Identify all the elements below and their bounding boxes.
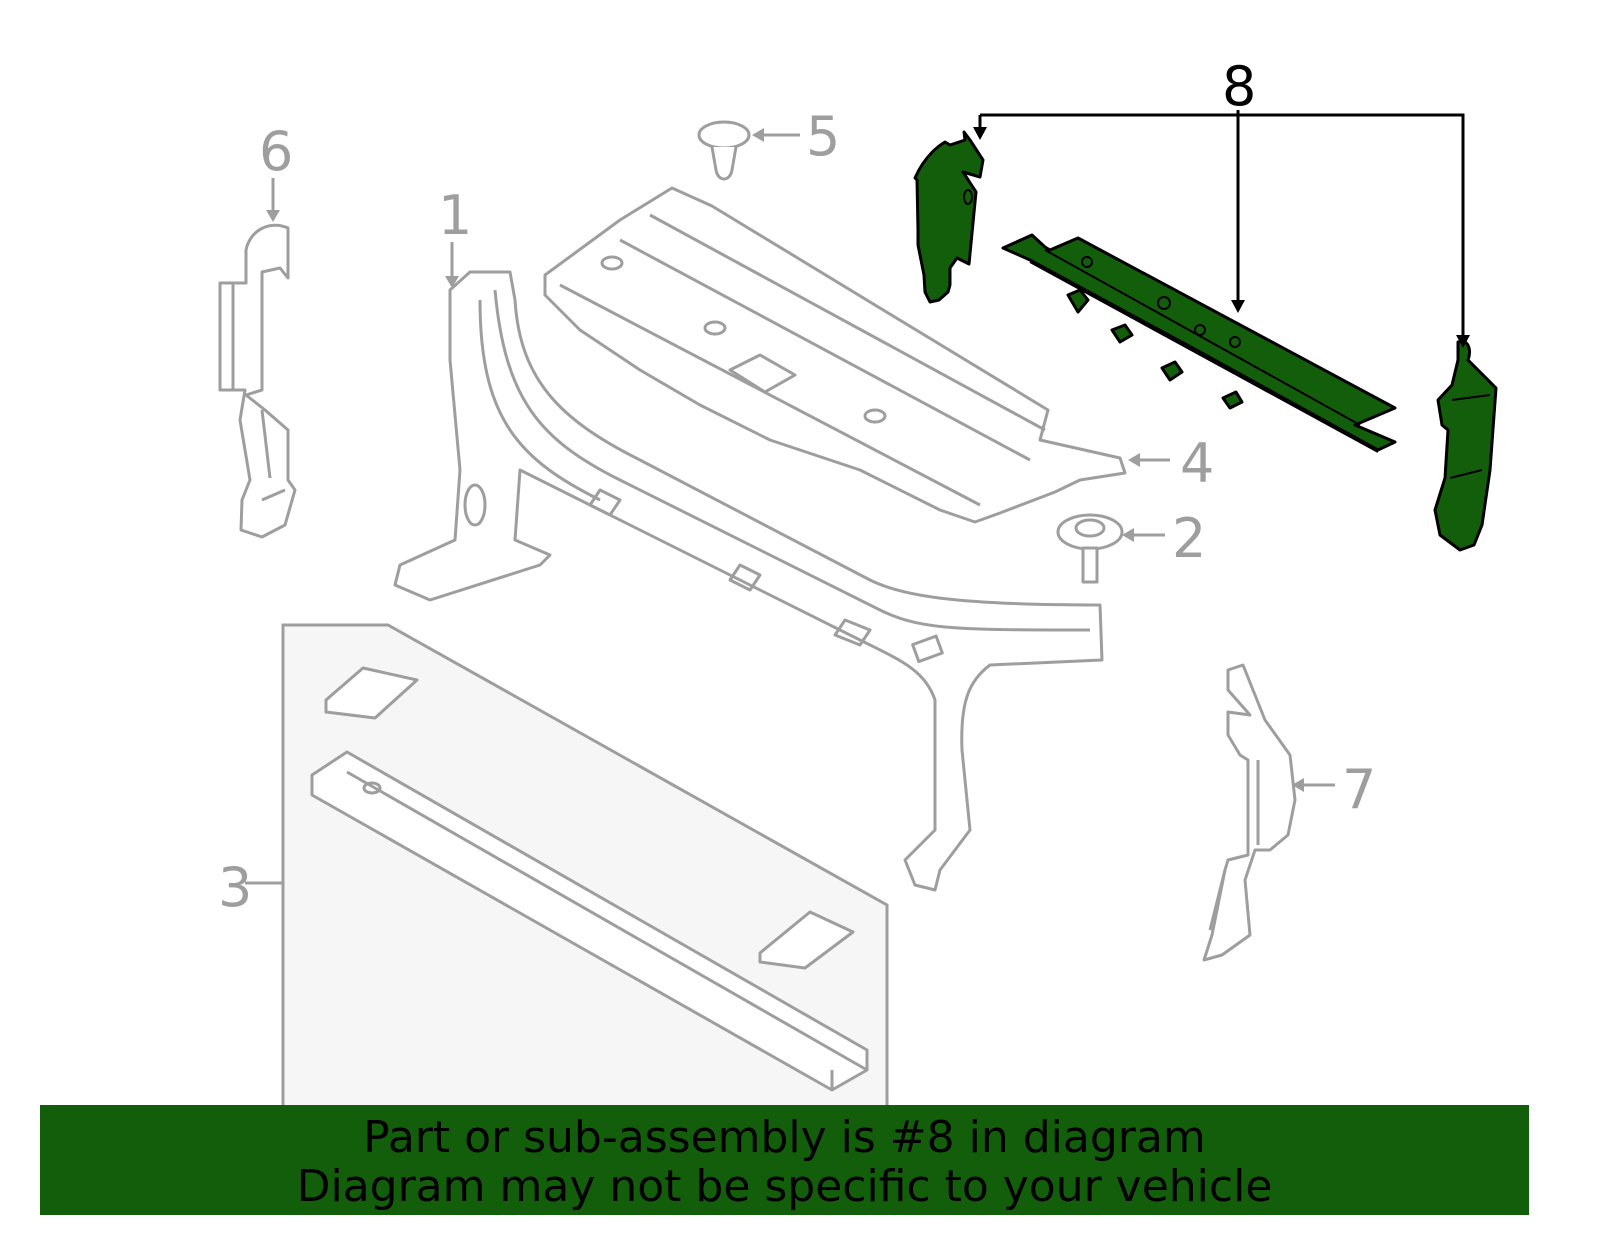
info-banner: Part or sub-assembly is #8 in diagram Di… bbox=[40, 1105, 1529, 1215]
part-6-air-deflector-left[interactable] bbox=[218, 223, 297, 539]
callout-8: 8 bbox=[1222, 55, 1256, 118]
callout-1: 1 bbox=[438, 184, 472, 247]
callout-4: 4 bbox=[1180, 432, 1214, 495]
callout-8-leaders bbox=[973, 110, 1470, 348]
part-5-push-pin[interactable] bbox=[697, 120, 751, 181]
banner-line-disclaimer: Diagram may not be specific to your vehi… bbox=[296, 1161, 1273, 1212]
part-8-air-deflector-set[interactable] bbox=[913, 130, 1498, 552]
callout-2: 2 bbox=[1172, 507, 1206, 570]
part-2-bolt[interactable] bbox=[1056, 513, 1124, 584]
banner-line-part: Part or sub-assembly is #8 in diagram bbox=[363, 1112, 1206, 1163]
callout-6: 6 bbox=[259, 120, 293, 183]
part-1-radiator-support[interactable] bbox=[393, 270, 1104, 892]
part-3-kit[interactable] bbox=[281, 623, 889, 1122]
callout-3: 3 bbox=[218, 856, 252, 919]
callout-7: 7 bbox=[1342, 758, 1376, 821]
part-4-upper-cover[interactable] bbox=[543, 186, 1127, 524]
callout-5: 5 bbox=[806, 105, 840, 168]
part-7-air-deflector-right[interactable] bbox=[1202, 663, 1297, 962]
